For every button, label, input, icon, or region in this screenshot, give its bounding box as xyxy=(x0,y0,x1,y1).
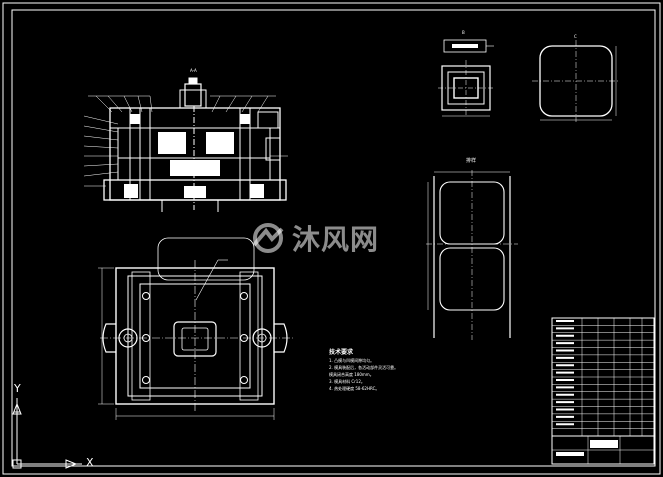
title-block-row-text xyxy=(556,371,574,374)
ucs-icon xyxy=(12,398,82,469)
detail-view-small xyxy=(438,39,494,117)
watermark-text: 沐风网 xyxy=(292,223,380,256)
title-block-row-text xyxy=(556,408,574,411)
title-block-row-text xyxy=(556,401,574,404)
punch-view-label: C xyxy=(574,34,577,39)
watermark-logo-icon xyxy=(252,223,284,253)
title-block-row-text xyxy=(556,379,574,381)
strip-layout-view xyxy=(426,170,518,340)
strip-view-label: 排样 xyxy=(466,158,477,164)
title-block xyxy=(551,317,655,465)
notes-line: 1. 凸模与凹模间隙均匀。 xyxy=(329,358,375,363)
inner-frame xyxy=(11,9,656,467)
notes-line: 模具闭合高度 180mm。 xyxy=(329,372,374,377)
title-block-row-text xyxy=(556,349,574,352)
notes-line: 3. 模具材料 Cr12。 xyxy=(329,379,365,384)
notes-line: 4. 热处理硬度 58-62HRC。 xyxy=(329,386,380,391)
section-view xyxy=(83,77,288,212)
detail-view-label: B xyxy=(462,30,465,35)
ucs-y-label: Y xyxy=(14,382,21,395)
section-view-label: A-A xyxy=(190,68,197,73)
watermark: 沐风网 xyxy=(248,218,379,258)
plan-view xyxy=(98,237,294,420)
title-block-row-text xyxy=(556,327,574,330)
technical-notes: 技术要求 1. 凸模与凹模间隙均匀。 2. 模具装配后，各活动部件灵活可靠。 模… xyxy=(329,349,398,392)
title-block-row-text xyxy=(556,364,574,367)
title-block-row-text xyxy=(556,423,574,426)
title-block-row-text xyxy=(556,393,574,396)
punch-view xyxy=(532,40,620,122)
title-block-row-text xyxy=(556,342,574,345)
title-block-row-text xyxy=(556,334,574,337)
title-block-row-text xyxy=(556,320,574,322)
title-block-row-text xyxy=(556,415,574,418)
ucs-x-label: X xyxy=(86,456,94,469)
title-block-row-text xyxy=(556,356,574,359)
title-block-row-text xyxy=(556,386,574,389)
notes-line: 2. 模具装配后，各活动部件灵活可靠。 xyxy=(329,365,399,370)
notes-title: 技术要求 xyxy=(329,349,354,356)
